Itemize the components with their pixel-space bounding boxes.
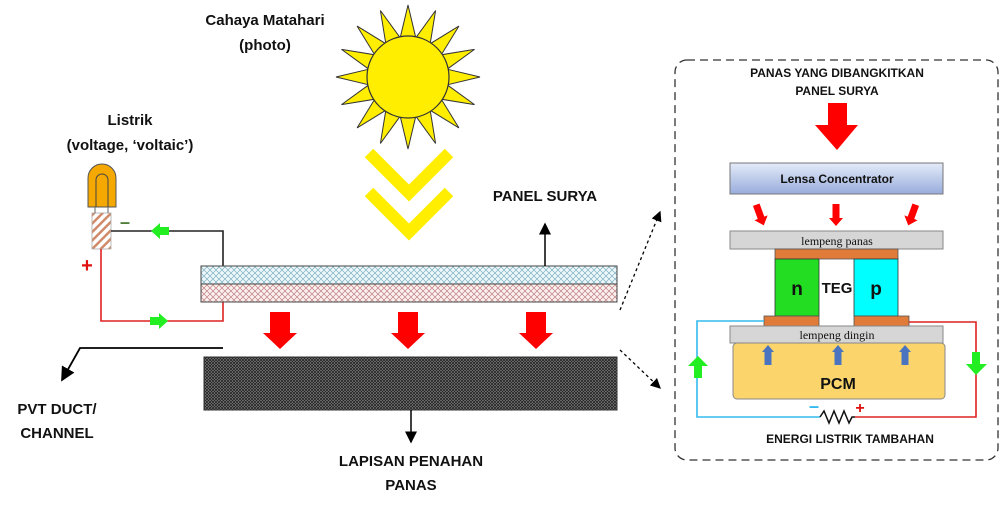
heat-source-subtitle: PANEL SURYA	[795, 84, 879, 98]
lens-concentrator-label: Lensa Concentrator	[780, 172, 894, 186]
extra-energy-label: ENERGI LISTRIK TAMBAHAN	[766, 432, 934, 446]
insulation-label: LAPISAN PENAHAN	[339, 453, 483, 470]
sunlight-sublabel: (photo)	[239, 37, 291, 54]
cooling-arrow-icon	[832, 345, 844, 365]
heat-arrow-icon	[263, 312, 297, 349]
current-arrow-down-icon	[966, 352, 987, 375]
cooling-arrow-icon	[762, 345, 774, 365]
hot-plate-label: lempeng panas	[801, 234, 873, 248]
n-type-leg	[774, 258, 820, 317]
solar-panel-top-layer	[200, 265, 618, 285]
sunlight-chevrons-icon	[364, 148, 454, 241]
zoom-connector-bottom	[619, 349, 661, 389]
electricity-label: Listrik	[107, 112, 153, 129]
duct-pointer-line	[61, 347, 223, 382]
teg-label: TEG	[822, 280, 853, 297]
focused-heat-arrow-icon	[904, 203, 920, 226]
focused-heat-arrow-icon	[829, 204, 843, 226]
current-arrow-left-icon	[151, 223, 169, 239]
pcm-block	[732, 342, 946, 400]
heat-input-arrow-icon	[815, 103, 858, 150]
light-bulb-icon	[87, 163, 117, 250]
current-arrow-right-icon	[150, 313, 168, 329]
resistor-icon	[819, 409, 855, 425]
heat-arrow-icon	[519, 312, 553, 349]
negative-terminal-label: –	[120, 212, 130, 232]
electricity-sublabel: (voltage, ‘voltaic’)	[67, 137, 194, 154]
current-arrow-up-icon	[688, 356, 708, 378]
insulation-layer	[203, 356, 618, 411]
circuit-negative-label: –	[809, 396, 819, 416]
duct-label: PVT DUCT/	[17, 401, 97, 418]
positive-terminal-label: +	[81, 255, 93, 277]
focused-heat-arrows	[752, 203, 920, 226]
detail-border	[674, 59, 999, 461]
heat-arrow-icon	[391, 312, 425, 349]
sun-disc	[366, 35, 450, 119]
teg-detail-panel: PANAS YANG DIBANGKITKAN PANEL SURYA Lens…	[674, 59, 999, 461]
zoom-connector-top	[619, 210, 662, 311]
focused-heat-arrow-icon	[752, 203, 768, 226]
bottom-conductor-right	[853, 315, 910, 327]
bottom-conductor-left	[763, 315, 820, 327]
solar-panel-label: PANEL SURYA	[493, 188, 597, 205]
p-type-label: p	[870, 279, 882, 300]
insulation-sublabel: PANAS	[385, 477, 436, 494]
sun-icon	[335, 4, 481, 150]
duct-sublabel: CHANNEL	[20, 425, 93, 442]
top-conductor	[774, 248, 899, 260]
cooling-arrow-icon	[899, 345, 911, 365]
circuit-positive-label: +	[855, 400, 864, 417]
negative-wire	[111, 230, 224, 266]
p-type-leg	[853, 258, 899, 317]
n-type-label: n	[791, 279, 803, 300]
pcm-label: PCM	[820, 376, 856, 393]
heat-source-title: PANAS YANG DIBANGKITKAN	[750, 66, 924, 80]
heat-arrows	[263, 312, 553, 349]
lens-concentrator	[729, 162, 944, 195]
cold-plate-label: lempeng dingin	[800, 328, 875, 342]
sunlight-label: Cahaya Matahari	[205, 12, 324, 29]
solar-panel-bottom-layer	[200, 283, 618, 303]
cooling-arrows	[762, 345, 911, 365]
